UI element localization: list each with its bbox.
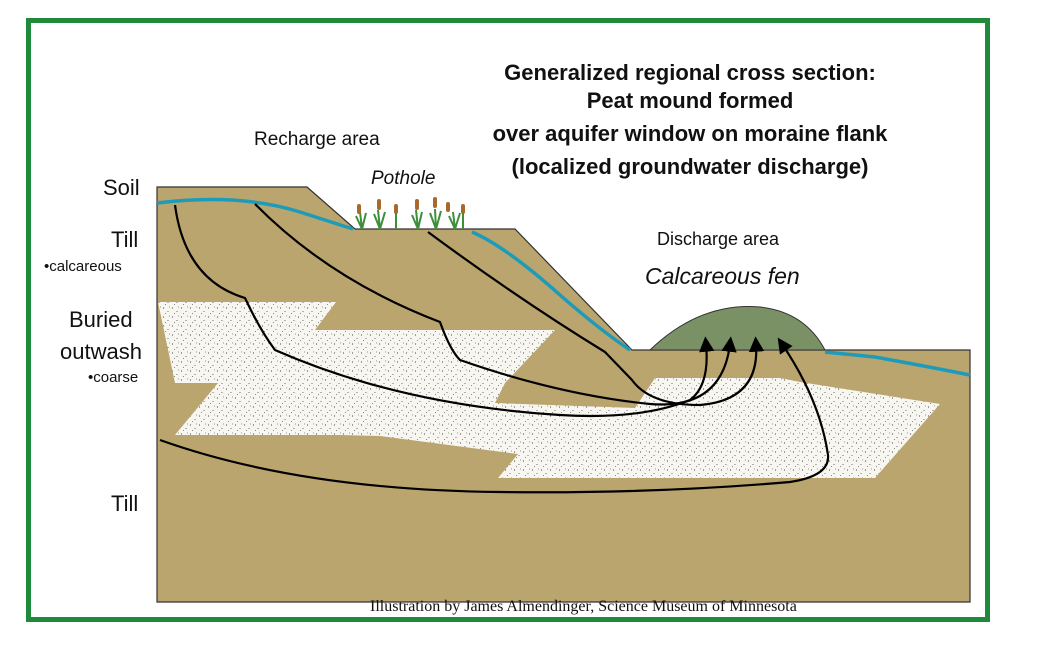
cattail-heads xyxy=(357,197,465,214)
soil-label: Soil xyxy=(103,175,140,201)
till-lower-label: Till xyxy=(111,491,138,517)
pothole-reeds xyxy=(356,209,460,229)
title-line-1: Generalized regional cross section: xyxy=(440,60,940,86)
outwash-label: outwash xyxy=(60,339,142,365)
title-line-4: (localized groundwater discharge) xyxy=(440,154,940,180)
title-line-3: over aquifer window on moraine flank xyxy=(440,121,940,147)
till-upper-label: Till xyxy=(111,227,138,253)
title-line-2: Peat mound formed xyxy=(440,88,940,114)
calcareous-fen-mound xyxy=(650,307,825,350)
coarse-note: •coarse xyxy=(88,369,138,386)
recharge-area-label: Recharge area xyxy=(254,129,380,151)
calcareous-fen-label: Calcareous fen xyxy=(645,263,800,290)
calcareous-note: •calcareous xyxy=(44,258,122,275)
buried-label: Buried xyxy=(69,307,133,333)
discharge-area-label: Discharge area xyxy=(657,229,779,250)
illustration-credit: Illustration by James Almendinger, Scien… xyxy=(370,598,797,616)
pothole-label: Pothole xyxy=(371,168,435,190)
